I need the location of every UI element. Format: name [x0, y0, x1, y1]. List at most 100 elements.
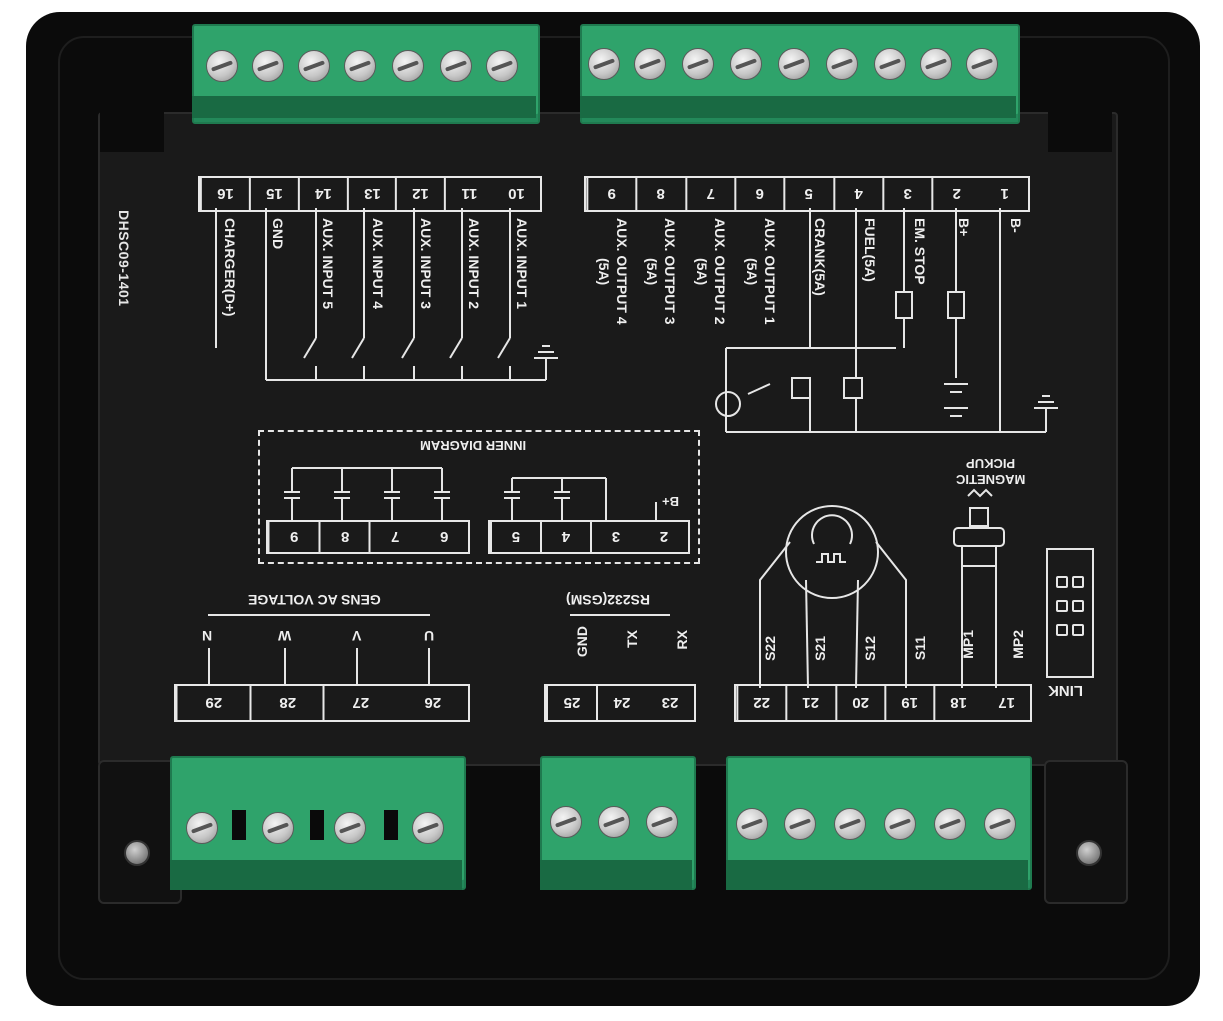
label-gnd: GND: [270, 218, 286, 250]
terminal-number: 29: [176, 686, 250, 720]
terminal-number: 16: [200, 178, 249, 210]
panel-notch-right: [1048, 112, 1112, 152]
screw-slot: [302, 60, 326, 72]
terminal-screw[interactable]: [344, 50, 376, 82]
terminal-screw[interactable]: [412, 812, 444, 844]
screw-slot: [838, 818, 862, 830]
terminal-block-top-left-base: [192, 96, 536, 118]
magnetic-pickup-label-line1: MAGNETIC: [956, 472, 1026, 487]
screw-slot: [938, 818, 962, 830]
terminal-number: 12: [395, 178, 445, 210]
terminal-screw[interactable]: [826, 48, 858, 80]
terminal-screw[interactable]: [834, 808, 866, 840]
speed-sensor-schematic: [759, 488, 1005, 688]
terminal-screw[interactable]: [730, 48, 762, 80]
wire: [284, 648, 286, 684]
label-aux-output-2-rating: (5A): [694, 258, 710, 286]
screw-slot: [650, 816, 674, 828]
screw-slot: [190, 822, 214, 834]
terminal-screw[interactable]: [252, 50, 284, 82]
inner-diagram-box: [258, 430, 700, 564]
terminal-screw[interactable]: [298, 50, 330, 82]
terminal-screw[interactable]: [186, 812, 218, 844]
screw-slot: [444, 60, 468, 72]
terminal-screw[interactable]: [392, 50, 424, 82]
link-port[interactable]: [1046, 548, 1094, 678]
terminal-number: 13: [346, 178, 396, 210]
terminal-screw[interactable]: [736, 808, 768, 840]
inner-diagram-title: INNER DIAGRAM: [420, 438, 527, 453]
label-aux-output-3: AUX. OUTPUT 3: [662, 218, 678, 325]
terminal-screw[interactable]: [934, 808, 966, 840]
label-aux-output-2: AUX. OUTPUT 2: [712, 218, 728, 325]
terminal-screw[interactable]: [334, 812, 366, 844]
gens-ac-voltage-title: GENS AC VOLTAGE: [248, 592, 381, 608]
screw-slot: [348, 60, 372, 72]
terminal-screw[interactable]: [784, 808, 816, 840]
screw-slot: [970, 58, 994, 70]
terminal-screw[interactable]: [884, 808, 916, 840]
screw-slot: [740, 818, 764, 830]
phase-label: V: [352, 628, 362, 644]
inner-terminal-number: 6: [439, 528, 448, 546]
label-aux-input-1: AUX. INPUT 1: [514, 218, 530, 310]
label-b-minus: B-: [1008, 218, 1024, 233]
model-number: DHSC09-1401: [116, 210, 132, 307]
terminal-screw[interactable]: [778, 48, 810, 80]
spacer-slot: [232, 810, 246, 840]
terminal-screw[interactable]: [634, 48, 666, 80]
terminal-screw[interactable]: [262, 812, 294, 844]
mounting-nut-right: [1076, 840, 1102, 866]
link-pin: [1072, 624, 1084, 636]
screw-slot: [638, 58, 662, 70]
inner-terminal-number: 9: [268, 522, 319, 552]
panel-notch-left: [100, 112, 164, 152]
terminal-screw[interactable]: [486, 50, 518, 82]
terminal-screw[interactable]: [646, 806, 678, 838]
inner-terminal-number: 4: [540, 522, 590, 552]
terminal-number: 27: [323, 686, 397, 720]
screw-slot: [554, 816, 578, 828]
terminal-screw[interactable]: [966, 48, 998, 80]
screw-slot: [592, 58, 616, 70]
magnetic-pickup-label-line2: PICKUP: [966, 456, 1016, 471]
screw-slot: [924, 58, 948, 70]
terminal-number: 25: [546, 686, 596, 720]
screw-slot: [734, 58, 758, 70]
sensor-s11: S11: [912, 636, 928, 661]
terminal-screw[interactable]: [440, 50, 472, 82]
screw-slot: [416, 822, 440, 834]
terminal-number: 19: [883, 686, 934, 720]
terminal-screw[interactable]: [984, 808, 1016, 840]
rs232-bracket-line: [570, 614, 670, 616]
terminal-screw[interactable]: [550, 806, 582, 838]
sensor-s21: S21: [812, 636, 828, 661]
label-fuel: FUEL(5A): [862, 218, 878, 282]
screw-slot: [788, 818, 812, 830]
link-pin: [1056, 624, 1068, 636]
terminal-block-sensors-base: [726, 860, 1028, 890]
screw-slot: [878, 58, 902, 70]
terminal-screw[interactable]: [682, 48, 714, 80]
terminal-screw[interactable]: [206, 50, 238, 82]
inner-terminal-number: 7: [369, 522, 420, 552]
gens-ac-bus-line: [208, 614, 430, 616]
terminal-screw[interactable]: [920, 48, 952, 80]
output-wiring-schematic: [715, 208, 1058, 433]
link-pin: [1072, 600, 1084, 612]
terminal-number: 8: [635, 178, 685, 210]
terminal-screw[interactable]: [874, 48, 906, 80]
link-pin: [1056, 600, 1068, 612]
terminal-numbers-16-10: 16 15 14 13 12 11 10: [198, 176, 542, 212]
screw-slot: [686, 58, 710, 70]
terminal-number: 21: [785, 686, 835, 720]
label-aux-input-3: AUX. INPUT 3: [418, 218, 434, 310]
inner-terminal-number: 8: [318, 522, 369, 552]
terminal-number: 9: [586, 178, 636, 210]
terminal-numbers-9-1: 9 8 7 6 5 4 3 2 1: [584, 176, 1030, 212]
terminal-screw[interactable]: [588, 48, 620, 80]
inner-terminal-number: 3: [590, 522, 640, 552]
rs232-gnd: GND: [574, 626, 590, 658]
terminal-screw[interactable]: [598, 806, 630, 838]
terminal-number: 7: [684, 178, 734, 210]
